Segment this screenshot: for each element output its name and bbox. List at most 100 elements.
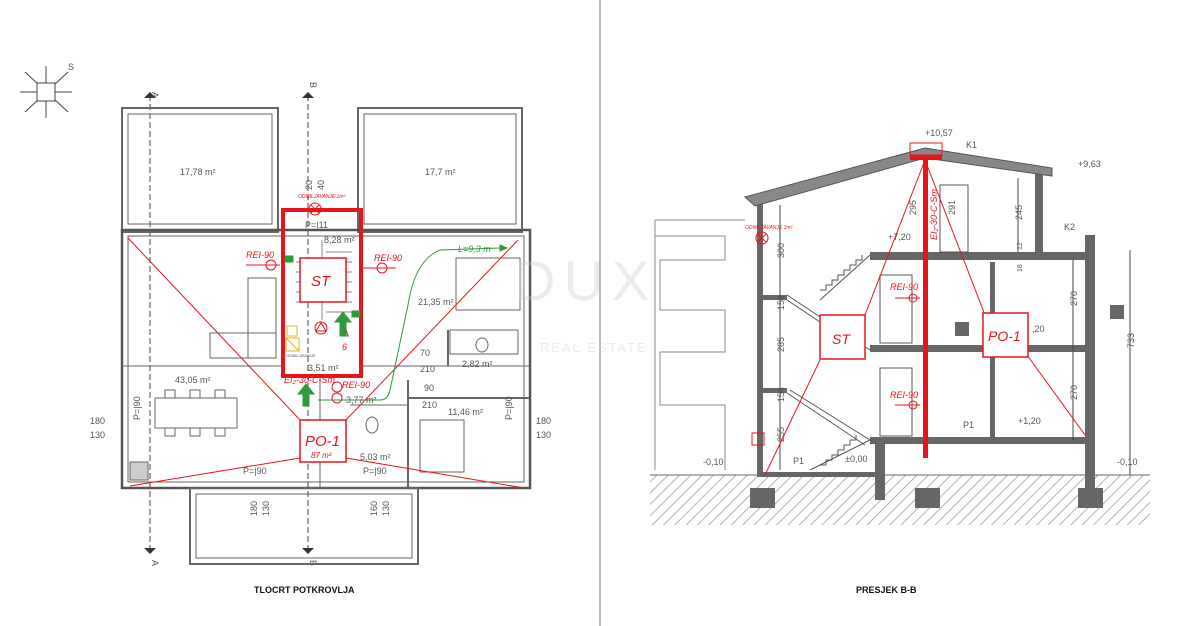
- dim-285: 285: [776, 337, 786, 352]
- section-po1-label: PO-1: [988, 328, 1021, 344]
- watermark-logo: DUX: [515, 249, 658, 312]
- dim-291: 291: [947, 200, 957, 215]
- level-top: +10,57: [925, 128, 953, 138]
- exit-sign-icon-2: [351, 310, 361, 318]
- dim-270-a: 270: [1069, 291, 1079, 306]
- room-area-bedroom1: 21,35 m²: [418, 297, 454, 307]
- level-ground: ±0,00: [845, 454, 867, 464]
- dim-210-b: 210: [422, 400, 437, 410]
- tag-p1-b: P1: [963, 420, 974, 430]
- dim-210: 210: [420, 364, 435, 374]
- room-area-living: 43,05 m²: [175, 375, 211, 385]
- po1-area-label: 87 m²: [311, 451, 332, 460]
- door-rei-bottom-icon: [331, 381, 343, 393]
- dim-18: 18: [1017, 264, 1024, 272]
- ei-door-label: EI₂-30-C-Sm: [284, 375, 335, 385]
- po1-zone-box: [299, 419, 347, 463]
- occupants-label: 6: [342, 342, 347, 352]
- room-area-terrace-right: 17,7 m²: [425, 167, 456, 177]
- room-area-stair: 8,28 m²: [324, 235, 355, 245]
- dim-90: 90: [424, 383, 434, 393]
- room-area-bedroom2: 11,46 m²: [448, 407, 483, 417]
- st-zone-box: [299, 257, 347, 303]
- door-label-p11: P=|11: [305, 220, 328, 230]
- room-area-bath2: 5,03 m²: [360, 452, 391, 462]
- door-label-p90-b: P=|90: [363, 466, 387, 476]
- dim-154-b: 154: [776, 387, 786, 402]
- level-out-left: -0,10: [703, 457, 724, 467]
- smoke-vent-icon: [308, 202, 322, 216]
- exit-sign-icon: [284, 255, 294, 263]
- st-zone-label: ST: [311, 273, 332, 290]
- plan-title: TLOCRT POTKROVLJA: [254, 585, 355, 595]
- dim-295: 295: [908, 200, 918, 215]
- door-label-p90-a: P=|90: [243, 466, 267, 476]
- level-upper: +7,20: [888, 232, 911, 242]
- section-st-label: ST: [832, 331, 851, 347]
- level-out-right: -0,10: [1117, 457, 1138, 467]
- section-smoke-vent-icon: [755, 231, 769, 245]
- dim-160-bottom: 160: [369, 501, 379, 516]
- section-mark-a-top: A: [150, 92, 160, 98]
- level-mid: ,20: [1032, 324, 1045, 334]
- stair-fire-compartment: [281, 208, 363, 378]
- dim-180-right: 180: [536, 416, 551, 426]
- escape-path: [318, 247, 501, 401]
- compass-label: S: [68, 62, 74, 72]
- dim-130-bottom: 130: [261, 501, 271, 516]
- exit-arrow-icon-2: [296, 383, 316, 407]
- escape-length-label: L=9,3 m: [458, 244, 491, 254]
- dim-130-left: 130: [90, 430, 105, 440]
- section-title: PRESJEK B-B: [856, 585, 917, 595]
- dim-130-bottom-b: 130: [381, 501, 391, 516]
- smoke-vent-label: ODIMLJAVANJE 1m²: [298, 194, 346, 200]
- smoke-extraction-device: [285, 325, 300, 352]
- section-drawing: [650, 147, 1150, 525]
- dim-270-b: 270: [1069, 385, 1079, 400]
- dim-154-a: 154: [776, 295, 786, 310]
- door-label-p90-c: P=|90: [132, 396, 142, 420]
- rei-label-left: REI-90: [246, 250, 274, 260]
- section-smoke-label: ODIMLJAVANJE 1m²: [745, 225, 793, 231]
- section-st-box: [819, 314, 866, 360]
- fire-alarm-icon: [314, 321, 328, 335]
- level-eave: +9,63: [1078, 159, 1101, 169]
- door-label-p90-d: P=|90: [504, 396, 514, 420]
- tag-k1: K1: [966, 140, 977, 150]
- room-area-corridor: 3,77 m²: [346, 395, 377, 405]
- dim-40: 40: [316, 180, 326, 190]
- section-mark-a-bottom: A: [150, 560, 160, 566]
- escape-route: [284, 244, 509, 407]
- section-rei-1: REI-90: [890, 282, 918, 292]
- compass-icon: [20, 66, 72, 118]
- roof: [743, 147, 1053, 207]
- dim-70: 70: [420, 348, 430, 358]
- section-po1-box: [982, 312, 1029, 358]
- dim-245: 245: [1014, 205, 1024, 220]
- dim-180-left: 180: [90, 416, 105, 426]
- exit-arrow-icon: [333, 311, 353, 337]
- ground-hatch: [650, 475, 1150, 525]
- dim-733: 733: [1126, 333, 1136, 348]
- floor-plan: S A B A B: [20, 62, 532, 566]
- rei-label-right: REI-90: [374, 253, 402, 263]
- watermark-subtitle: REAL ESTATE: [540, 340, 648, 355]
- level-first: +1,20: [1018, 416, 1041, 426]
- dim-180-bottom: 180: [249, 501, 259, 516]
- smoke-device-label: ODIMLJAVANJE: [286, 353, 316, 358]
- section-rei-2: REI-90: [890, 390, 918, 400]
- dim-12: 12: [1017, 242, 1024, 250]
- section-mark-b-top: B: [308, 82, 318, 88]
- rei-label-bottom: REI-90: [342, 380, 370, 390]
- section-ei-label: EI₂-30-C-Sm: [929, 189, 939, 240]
- dim-255: 255: [776, 427, 786, 442]
- dim-130-right: 130: [536, 430, 551, 440]
- po1-zone-label: PO-1: [305, 433, 340, 450]
- dim-20: 20: [304, 180, 314, 190]
- room-area-bath1: 2,82 m²: [462, 359, 493, 369]
- dim-300: 300: [776, 243, 786, 258]
- room-area-terrace-left: 17,78 m²: [180, 167, 216, 177]
- tag-k2: K2: [1064, 222, 1075, 232]
- fire-wall: [923, 158, 928, 458]
- fire-hydrant-icon: [751, 432, 765, 446]
